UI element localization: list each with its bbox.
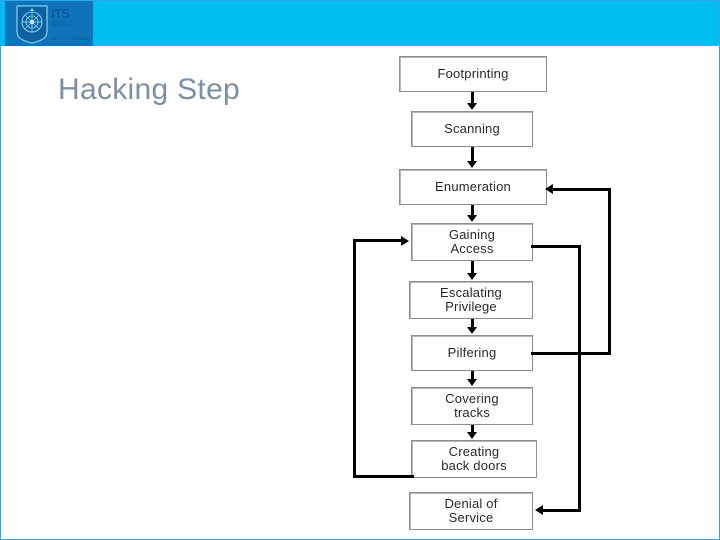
logo-line-1: INSTITUT <box>51 19 67 24</box>
flow-node-gaining-access[interactable]: Gaining Access <box>411 223 533 261</box>
arrowhead-covering-tracks-to-creating-back-doors <box>467 432 477 439</box>
edge-gaining-access-loop-horizontal <box>531 245 581 248</box>
flow-node-creating-back-doors-label-line1: Creating <box>448 444 500 459</box>
flow-node-footprinting-label: Footprinting <box>437 66 509 81</box>
flow-node-scanning[interactable]: Scanning <box>411 111 533 147</box>
page-title: Hacking Step <box>58 73 241 106</box>
edge-enumeration-to-gaining-access <box>471 205 474 216</box>
edge-pilfering-loop-vertical <box>608 189 611 355</box>
edge-pilfering-loop-to-enumeration <box>553 188 611 191</box>
hacking-steps-flowchart: Footprinting Scanning Enumeration Gainin… <box>331 51 621 536</box>
flow-node-covering-tracks-label-line1: Covering <box>445 391 499 406</box>
institution-logo: ITS INSTITUT TEKNOLOGI SEPULUH NOPEMBER <box>5 1 93 46</box>
edge-back-doors-loop-horizontal <box>354 475 414 478</box>
logo-wordmark: ITS INSTITUT TEKNOLOGI <box>51 7 95 28</box>
edge-pilfering-to-covering-tracks <box>471 371 474 380</box>
flow-node-covering-tracks[interactable]: Covering tracks <box>411 387 533 425</box>
edge-back-doors-loop-vertical <box>353 239 356 478</box>
flow-node-denial-of-service[interactable]: Denial of Service <box>409 492 533 530</box>
header-bar <box>1 1 719 46</box>
flow-node-denial-of-service-label-line2: Service <box>448 510 494 525</box>
edge-footprinting-to-scanning <box>471 92 474 105</box>
flow-node-gaining-access-label-line2: Access <box>450 241 494 256</box>
edge-back-doors-loop-to-gaining-access <box>353 239 403 242</box>
arrowhead-footprinting-to-scanning <box>467 103 477 110</box>
flow-node-enumeration[interactable]: Enumeration <box>399 169 547 205</box>
arrowhead-enumeration-to-gaining-access <box>467 215 477 222</box>
edge-covering-tracks-to-creating-back-doors <box>471 425 474 433</box>
arrowhead-pilfering-to-covering-tracks <box>467 379 477 386</box>
flow-node-creating-back-doors-label-line2: back doors <box>441 458 507 473</box>
arrowhead-loop-into-gaining-access <box>401 236 409 246</box>
logo-line-2: TEKNOLOGI <box>51 23 72 28</box>
flow-node-escalating-privilege-label-line2: Privilege <box>445 299 497 314</box>
logo-line-3: SEPULUH NOPEMBER <box>51 37 90 41</box>
its-crest-icon <box>16 5 48 44</box>
edge-gaining-access-to-escalating-privilege <box>471 261 474 274</box>
flow-node-creating-back-doors[interactable]: Creating back doors <box>411 440 537 478</box>
arrowhead-scanning-to-enumeration <box>467 161 477 168</box>
edge-pilfering-loop-horizontal <box>531 352 611 355</box>
flow-node-footprinting[interactable]: Footprinting <box>399 56 547 92</box>
arrowhead-escalating-privilege-to-pilfering <box>467 327 477 334</box>
flow-node-pilfering-label: Pilfering <box>447 345 497 360</box>
arrowhead-loop-into-denial-of-service <box>535 505 543 515</box>
edge-escalating-privilege-to-pilfering <box>471 319 474 328</box>
flow-node-pilfering[interactable]: Pilfering <box>411 335 533 371</box>
flow-node-scanning-label: Scanning <box>444 121 500 136</box>
edge-gaining-access-loop-vertical <box>578 245 581 512</box>
edge-loop-to-denial-of-service <box>543 509 581 512</box>
logo-its-text: ITS <box>51 6 70 21</box>
edge-scanning-to-enumeration <box>471 147 474 162</box>
flow-node-escalating-privilege-label-line1: Escalating <box>440 285 502 300</box>
flow-node-enumeration-label: Enumeration <box>435 179 511 194</box>
arrowhead-gaining-access-to-escalating-privilege <box>467 273 477 280</box>
arrowhead-loop-into-enumeration <box>545 184 553 194</box>
flow-node-escalating-privilege[interactable]: Escalating Privilege <box>409 281 533 319</box>
flow-node-gaining-access-label-line1: Gaining <box>448 227 496 242</box>
flow-node-covering-tracks-label-line2: tracks <box>454 405 490 420</box>
flow-node-denial-of-service-label-line1: Denial of <box>444 496 498 511</box>
